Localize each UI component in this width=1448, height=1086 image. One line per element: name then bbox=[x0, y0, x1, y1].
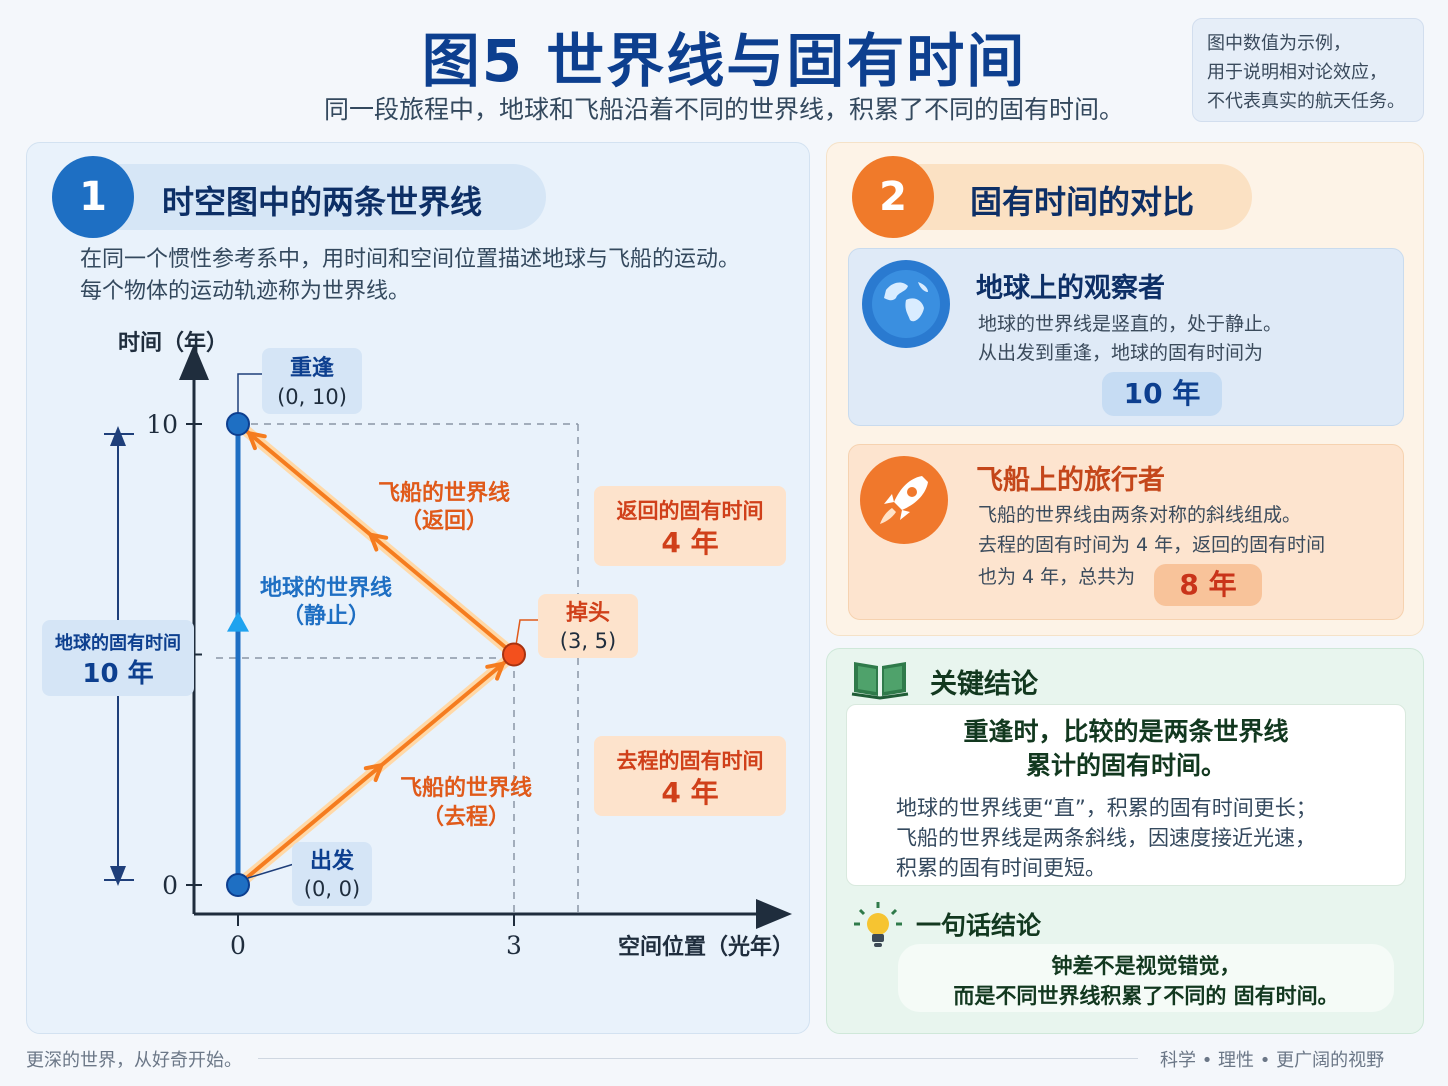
ship-worldline-return bbox=[236, 422, 516, 657]
return-time-title: 返回的固有时间 bbox=[617, 499, 764, 523]
start-name: 出发 bbox=[310, 848, 355, 874]
y-tick-label: 10 bbox=[146, 410, 178, 439]
description-line: 每个物体的运动轨迹称为世界线。 bbox=[80, 279, 411, 304]
key-conclusion-text: 飞船的世界线是两条斜线，因速度接近光速， bbox=[896, 826, 1316, 850]
earth-worldline-sublabel: （静止） bbox=[282, 603, 370, 629]
ship-direction-arrow bbox=[245, 430, 267, 451]
footer-keywords: 科学 • 理性 • 更广阔的视野 bbox=[1160, 1050, 1385, 1071]
ship-return-label: 飞船的世界线 bbox=[378, 480, 510, 506]
section1-title: 时空图中的两条世界线 bbox=[162, 183, 483, 221]
key-conclusion-title: 关键结论 bbox=[930, 669, 1038, 700]
key-conclusion-main: 累计的固有时间。 bbox=[1025, 751, 1226, 780]
section1-number: 1 bbox=[52, 156, 134, 238]
ship-outbound-label: 飞船的世界线 bbox=[400, 775, 532, 801]
outbound-time-box bbox=[594, 736, 786, 816]
earth-time-title: 地球的固有时间 bbox=[55, 632, 181, 654]
ship-direction-arrow bbox=[363, 762, 385, 783]
earth-observer-text: 地球的世界线是竖直的，处于静止。 bbox=[978, 313, 1283, 335]
y-axis-label: 时间（年） bbox=[118, 330, 228, 356]
note-line: 不代表真实的航天任务。 bbox=[1207, 91, 1405, 112]
globe-icon bbox=[862, 260, 950, 348]
earth-proper-time-badge: 10 年 bbox=[1102, 372, 1222, 416]
ship-direction-arrow bbox=[367, 531, 389, 552]
note-line: 图中数值为示例， bbox=[1207, 33, 1351, 54]
return-time-value: 4 年 bbox=[661, 526, 718, 559]
reunion-callout bbox=[262, 348, 362, 414]
x-tick-label: 0 bbox=[230, 931, 246, 960]
lightbulb-icon bbox=[852, 900, 904, 954]
turn-coords: (3, 5) bbox=[560, 629, 616, 653]
ship-return-sublabel: （返回） bbox=[400, 509, 488, 534]
spacetime-diagram: 时间（年） 空间位置（光年） 051003 地球的固有时间 10 年 地球的世界… bbox=[42, 330, 794, 960]
ship-proper-time-badge: 8 年 bbox=[1154, 564, 1262, 606]
x-tick-label: 3 bbox=[506, 931, 522, 960]
turn-event-point bbox=[502, 642, 526, 667]
earth-worldline-label: 地球的世界线 bbox=[260, 575, 392, 601]
footer-divider bbox=[258, 1058, 1138, 1059]
reunion-event-point bbox=[226, 412, 250, 436]
one-line-conclusion-text: 而是不同世界线积累了不同的 固有时间。 bbox=[953, 984, 1339, 1008]
start-coords: (0, 0) bbox=[304, 877, 360, 901]
one-line-conclusion-title: 一句话结论 bbox=[916, 911, 1042, 940]
ship-traveler-text: 去程的固有时间为 4 年，返回的固有时间 bbox=[978, 534, 1326, 556]
earth-observer-title: 地球上的观察者 bbox=[976, 273, 1165, 304]
key-conclusion-card bbox=[846, 704, 1406, 886]
section1-header-pill bbox=[54, 164, 546, 230]
ship-worldline-outbound bbox=[236, 652, 516, 887]
section2-number: 2 bbox=[852, 156, 934, 238]
ship-traveler-title: 飞船上的旅行者 bbox=[976, 465, 1165, 496]
earth-observer-text: 从出发到重逢，地球的固有时间为 bbox=[978, 342, 1264, 364]
x-axis-label: 空间位置（光年） bbox=[618, 934, 794, 960]
note-line: 用于说明相对论效应， bbox=[1207, 62, 1387, 83]
earth-time-value: 10 年 bbox=[82, 658, 153, 689]
reunion-coords: (0, 10) bbox=[277, 385, 347, 409]
key-conclusion-text: 地球的世界线更“直”，积累的固有时间更长； bbox=[896, 796, 1317, 820]
disclaimer-note: 图中数值为示例， 用于说明相对论效应， 不代表真实的航天任务。 bbox=[1192, 18, 1424, 122]
turn-name: 掉头 bbox=[566, 601, 610, 626]
start-leader bbox=[247, 863, 295, 879]
earth-direction-arrow bbox=[227, 611, 249, 632]
spacetime-panel bbox=[26, 142, 810, 1034]
ship-outbound-sublabel: （去程） bbox=[422, 805, 510, 830]
one-line-conclusion-text: 钟差不是视觉错觉， bbox=[1051, 954, 1241, 978]
key-conclusion-main: 重逢时，比较的是两条世界线 bbox=[963, 717, 1289, 746]
ship-traveler-text: 飞船的世界线由两条对称的斜线组成。 bbox=[978, 504, 1302, 526]
footer-tagline: 更深的世界，从好奇开始。 bbox=[26, 1050, 242, 1071]
reunion-name: 重逢 bbox=[290, 355, 334, 381]
outbound-time-value: 4 年 bbox=[661, 776, 718, 809]
ship-traveler-card bbox=[848, 444, 1404, 620]
earth-time-box bbox=[42, 620, 194, 696]
ship-direction-arrow bbox=[485, 661, 507, 681]
section1-description: 在同一个惯性参考系中，用时间和空间位置描述地球与飞船的运动。 每个物体的运动轨迹… bbox=[80, 244, 790, 308]
reunion-leader bbox=[237, 373, 262, 424]
start-callout bbox=[292, 842, 372, 906]
turn-callout bbox=[538, 594, 638, 658]
description-line: 在同一个惯性参考系中，用时间和空间位置描述地球与飞船的运动。 bbox=[80, 247, 741, 272]
rocket-icon bbox=[860, 456, 948, 544]
return-time-box bbox=[594, 486, 786, 566]
book-icon bbox=[850, 656, 910, 704]
y-tick-label: 0 bbox=[162, 871, 178, 900]
outbound-time-title: 去程的固有时间 bbox=[617, 749, 764, 773]
key-conclusion-text: 积累的固有时间更短。 bbox=[896, 856, 1106, 880]
page-subtitle: 同一段旅程中，地球和飞船沿着不同的世界线，积累了不同的固有时间。 bbox=[323, 95, 1124, 124]
one-line-conclusion-card bbox=[898, 944, 1394, 1012]
page-title: 图5 世界线与固有时间 bbox=[421, 27, 1027, 95]
section2-title: 固有时间的对比 bbox=[970, 183, 1195, 221]
start-event-point bbox=[226, 873, 250, 897]
ship-traveler-text: 也为 4 年，总共为 bbox=[978, 566, 1136, 588]
